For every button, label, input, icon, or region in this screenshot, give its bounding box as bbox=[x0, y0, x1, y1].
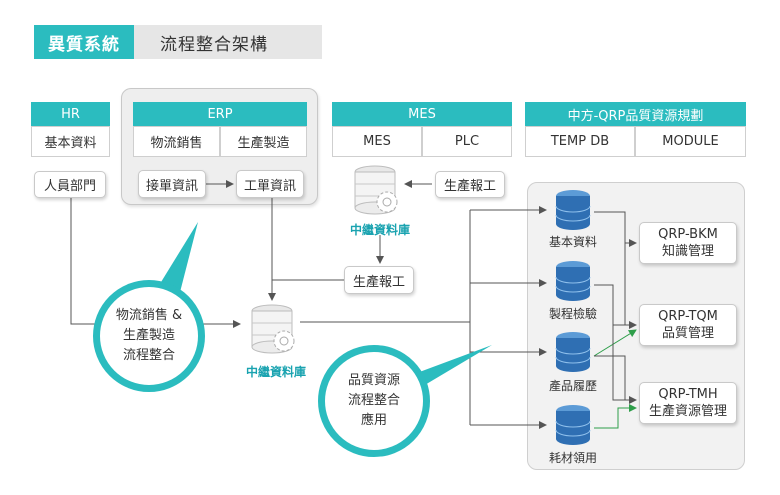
hr-basic-data: 基本資料 bbox=[31, 126, 110, 157]
hr-dept-pill: 人員部門 bbox=[34, 171, 106, 198]
mid-report-pill: 生產報工 bbox=[344, 266, 414, 294]
relay-db-center-label: 中繼資料庫 bbox=[245, 365, 306, 379]
relay-db-center-icon bbox=[250, 303, 300, 359]
bubble-right-line2: 流程整合 bbox=[347, 393, 400, 408]
output-qrp-bkm-line1: QRP-BKM bbox=[658, 227, 718, 242]
erp-workorder-info-pill: 工單資訊 bbox=[236, 170, 304, 198]
title-subtitle: 流程整合架構 bbox=[134, 25, 322, 59]
database-icon-basic bbox=[553, 189, 593, 233]
database-icon-history bbox=[553, 331, 593, 375]
output-qrp-bkm-line2: 知識管理 bbox=[661, 244, 714, 259]
database-label-basic: 基本資料 bbox=[548, 235, 597, 249]
erp-cell-production: 生產製造 bbox=[220, 126, 307, 157]
relay-db-top-label: 中繼資料庫 bbox=[349, 223, 410, 237]
database-icon-consumables bbox=[553, 404, 593, 448]
qrp-cell-tempdb: TEMP DB bbox=[525, 126, 635, 157]
output-qrp-bkm: QRP-BKM 知識管理 bbox=[639, 222, 737, 264]
output-qrp-tmh-line2: 生產資源管理 bbox=[648, 404, 727, 419]
title-tag: 異質系統 bbox=[34, 25, 134, 59]
bubble-left-line1: 物流銷售 & bbox=[115, 308, 183, 323]
mes-header: MES bbox=[332, 102, 512, 126]
erp-order-info-pill: 接單資訊 bbox=[138, 170, 206, 198]
bubble-left-line2: 生產製造 bbox=[122, 328, 175, 343]
output-qrp-tqm-line2: 品質管理 bbox=[661, 326, 714, 341]
qrp-header: 中方-QRP品質資源規劃 bbox=[525, 102, 746, 126]
database-label-inspection: 製程檢驗 bbox=[548, 307, 597, 321]
bubble-left-line3: 流程整合 bbox=[122, 348, 175, 363]
output-qrp-tmh-line1: QRP-TMH bbox=[658, 387, 718, 402]
database-label-consumables: 耗材領用 bbox=[548, 451, 597, 465]
database-icon-inspection bbox=[553, 260, 593, 304]
output-qrp-tqm-line1: QRP-TQM bbox=[658, 309, 718, 324]
erp-cell-logistics: 物流銷售 bbox=[133, 126, 220, 157]
bubble-right-line1: 品質資源 bbox=[347, 373, 400, 388]
bubble-right: 品質資源 流程整合 應用 bbox=[318, 345, 430, 457]
erp-header: ERP bbox=[133, 102, 307, 126]
qrp-cell-module: MODULE bbox=[635, 126, 746, 157]
output-qrp-tmh: QRP-TMH 生產資源管理 bbox=[639, 382, 737, 424]
hr-header: HR bbox=[31, 102, 110, 126]
database-label-history: 產品履歷 bbox=[548, 379, 597, 393]
mes-cell-plc: PLC bbox=[422, 126, 512, 157]
relay-db-top-icon bbox=[353, 164, 403, 220]
mes-cell-mes: MES bbox=[332, 126, 422, 157]
bubble-right-line3: 應用 bbox=[360, 413, 387, 428]
bubble-left: 物流銷售 & 生產製造 流程整合 bbox=[93, 280, 205, 392]
mes-report-pill: 生產報工 bbox=[435, 171, 505, 198]
output-qrp-tqm: QRP-TQM 品質管理 bbox=[639, 304, 737, 346]
